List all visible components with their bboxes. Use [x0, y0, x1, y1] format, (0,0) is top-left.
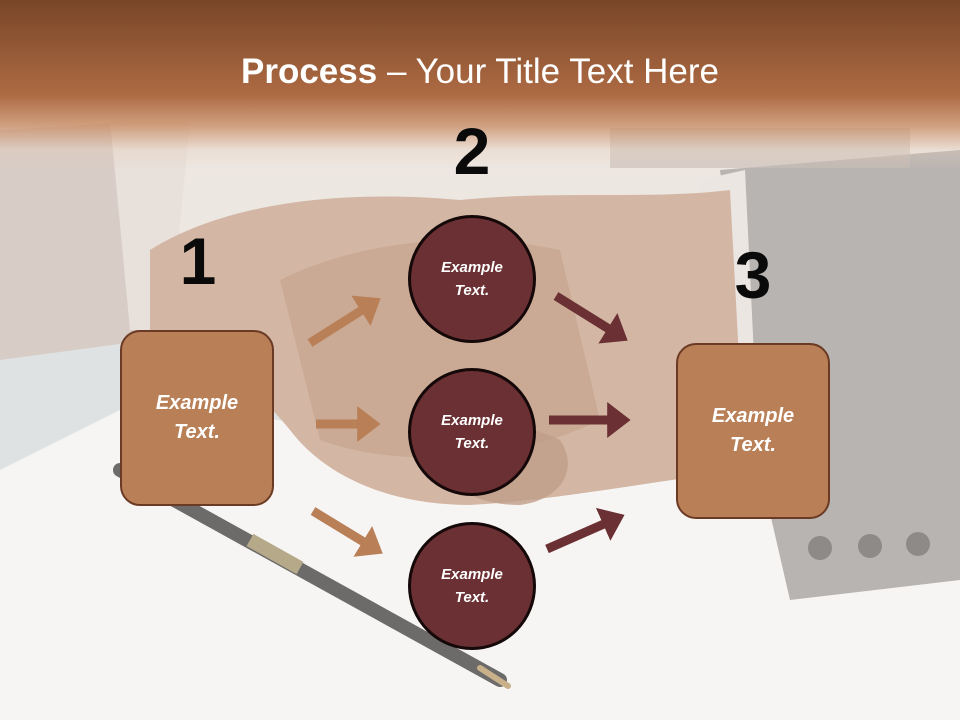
step-number-1: 1 — [179, 224, 217, 298]
label-line: Text. — [174, 421, 220, 443]
step-number-3: 3 — [734, 238, 772, 312]
label-line: Example — [441, 412, 503, 429]
title-strong: Process — [241, 52, 378, 91]
arrow-1-to-2-top — [307, 295, 381, 347]
label-line: Text. — [730, 434, 776, 456]
label-line: Example — [441, 566, 503, 583]
label-line: Example — [441, 259, 503, 276]
arrow-1-to-2-bottom — [310, 507, 383, 557]
label-line: Text. — [454, 589, 490, 606]
label-line: Example — [711, 405, 795, 427]
label-line: Text. — [454, 282, 490, 299]
label-line: Example — [155, 392, 239, 414]
header-band — [0, 0, 960, 170]
step-number-2: 2 — [453, 114, 491, 188]
label-line: Text. — [454, 435, 490, 452]
arrow-2-to-3-bottom — [545, 507, 625, 554]
title-rest: – Your Title Text Here — [377, 52, 719, 91]
slide-title: Process – Your Title Text Here — [0, 52, 960, 92]
arrow-2-to-3-top — [553, 292, 628, 344]
